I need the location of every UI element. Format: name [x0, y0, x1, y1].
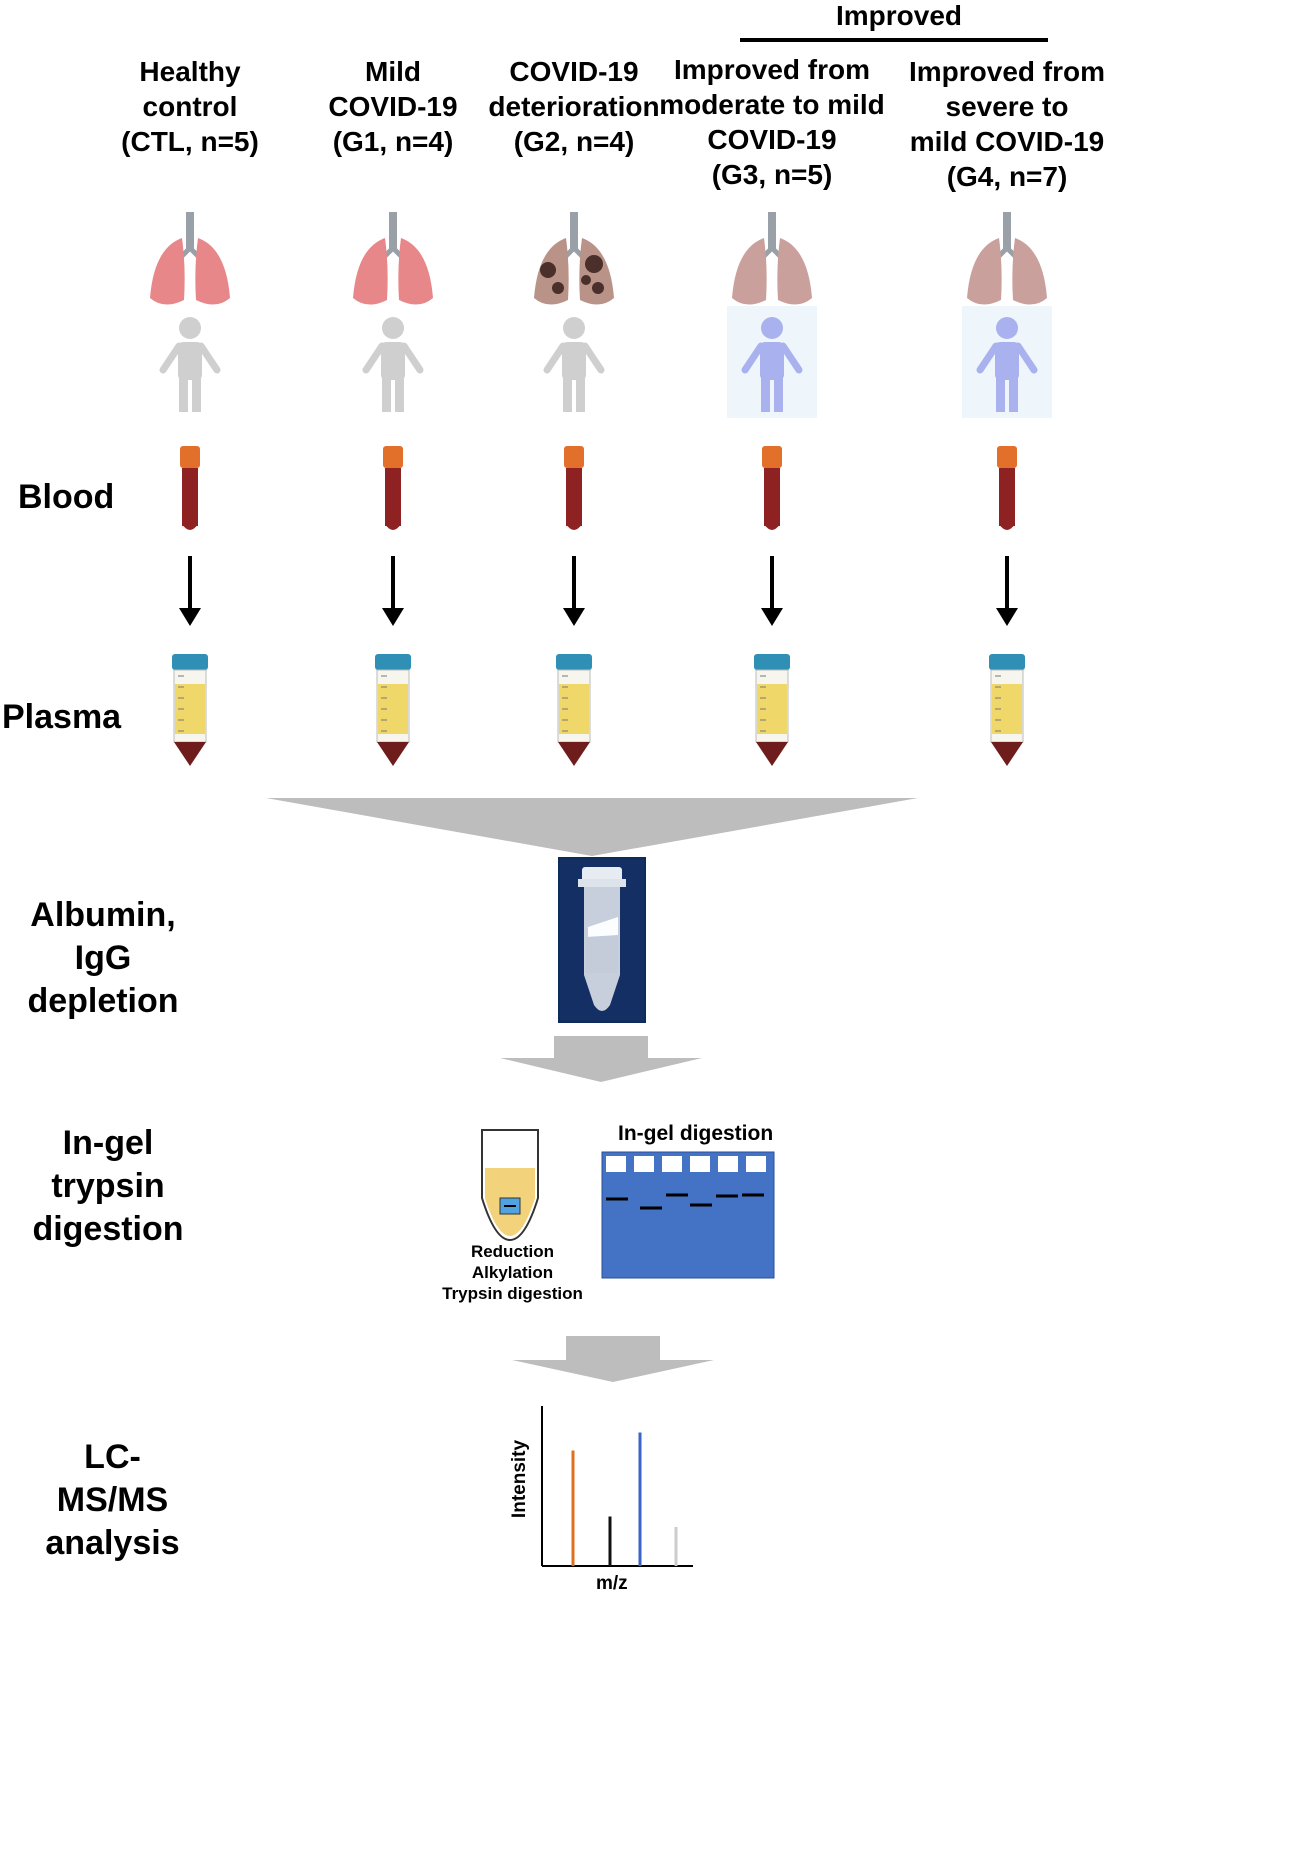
step-label-depletion: Albumin, IgG depletion [8, 894, 198, 1023]
blood-tube-icon-g1 [383, 446, 403, 530]
arrow-to-lcms [512, 1336, 714, 1382]
digestion-line-2: digestion [32, 1210, 184, 1248]
spectrum-xlabel: m/z [596, 1573, 628, 1594]
plasma-tube-icon-g4 [989, 654, 1025, 766]
person-icon-g2 [543, 317, 605, 412]
person-icon-g4 [962, 306, 1052, 418]
lcms-line-1: LC-MS/MS [56, 1438, 169, 1519]
ms-spectrum [541, 1406, 693, 1567]
arrow-to-digestion-shape [500, 1036, 702, 1082]
digestion-tube-caption: Reduction Alkylation Trypsin digestion [440, 1241, 585, 1304]
plasma-tube-icon-g3 [754, 654, 790, 766]
digestion-microtube [481, 1129, 539, 1242]
lungs-icon-g4 [967, 212, 1047, 305]
depletion-line-1: Albumin, IgG [30, 896, 176, 977]
person-icon-ctl [159, 317, 221, 412]
plasma-tube-icon-ctl [172, 654, 208, 766]
step-label-plasma: Plasma [2, 698, 122, 736]
group-label-line: Improved from [673, 54, 871, 85]
group-label-line: COVID-19 [707, 124, 837, 155]
group-label-line: Healthy [139, 56, 241, 87]
group-label-line: Improved from [908, 56, 1106, 87]
group-label-g2: COVID-19 deterioration (G2, n=4) [449, 54, 699, 159]
arrow-to-digestion [500, 1036, 702, 1082]
down-arrow-icon-g1 [382, 556, 404, 626]
group-label-line: control [142, 91, 238, 122]
group-label-line: moderate to mild [659, 89, 885, 120]
digestion-line-1: In-gel trypsin [51, 1124, 165, 1205]
down-arrow-icon-g2 [563, 556, 585, 626]
lcms-line-2: analysis [45, 1524, 180, 1562]
down-arrow-icon-g3 [761, 556, 783, 626]
caption-reduction: Reduction [470, 1242, 555, 1261]
improved-header: Improved [836, 0, 963, 31]
depletion-line-2: depletion [27, 982, 179, 1020]
group-label-line: mild COVID-19 [909, 126, 1105, 157]
plasma-tube-icon-g1 [375, 654, 411, 766]
group-label-line: Mild [365, 56, 421, 87]
person-icon-g1 [362, 317, 424, 412]
pooling-funnel-arrow [266, 798, 918, 856]
lungs-icon-g1 [353, 212, 433, 305]
down-arrow-icon-g4 [996, 556, 1018, 626]
lungs-icon-ctl [150, 212, 230, 305]
spectrum-ylabel: Intensity [509, 1439, 530, 1519]
lungs-icon-g2 [534, 212, 614, 305]
down-arrow-icon-ctl [179, 556, 201, 626]
group-label-line: (G4, n=7) [946, 161, 1068, 192]
step-label-digestion: In-gel trypsin digestion [8, 1122, 208, 1251]
depletion-tube-photo [558, 857, 646, 1023]
improved-bracket-line [740, 38, 1048, 42]
plasma-tube-icon-g2 [556, 654, 592, 766]
blood-tube-icon-g3 [762, 446, 782, 530]
group-label-line: COVID-19 [328, 91, 458, 122]
group-label-line: (G1, n=4) [332, 126, 454, 157]
arrow-to-lcms-shape [512, 1336, 714, 1382]
caption-trypsin: Trypsin digestion [442, 1284, 583, 1303]
group-label-line: severe to [945, 91, 1069, 122]
group-label-line: deterioration [488, 91, 660, 122]
step-label-lcms: LC-MS/MS analysis [30, 1436, 195, 1565]
group-label-line: COVID-19 [509, 56, 639, 87]
lungs-icon-g3 [732, 212, 812, 305]
group-label-line: (CTL, n=5) [121, 126, 259, 157]
person-icon-g3 [727, 306, 817, 418]
blood-tube-icon-g2 [564, 446, 584, 530]
group-label-line: (G2, n=4) [513, 126, 635, 157]
group-label-line: (G3, n=5) [711, 159, 833, 190]
step-label-blood: Blood [18, 478, 115, 516]
group-label-g4: Improved from severe to mild COVID-19 (G4, … [882, 54, 1132, 194]
pooling-funnel-shape [266, 798, 918, 856]
blood-tube-icon-ctl [180, 446, 200, 530]
group-label-ctl: Healthy control (CTL, n=5) [65, 54, 315, 159]
gel-title: In-gel digestion [618, 1122, 774, 1145]
blood-tube-icon-g4 [997, 446, 1017, 530]
caption-alkylation: Alkylation [471, 1263, 554, 1282]
gel-image [601, 1151, 775, 1279]
